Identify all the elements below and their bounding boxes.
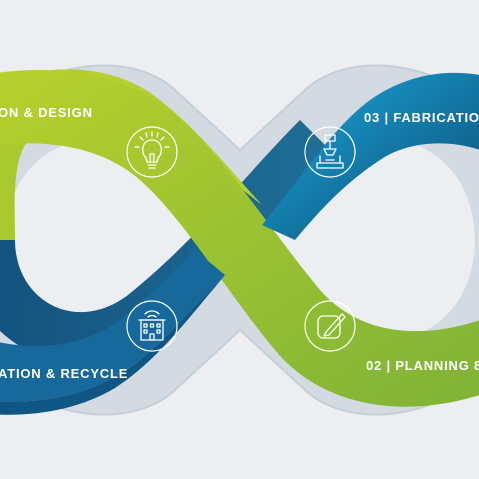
stage-label-design: ON & DESIGN (0, 105, 93, 120)
stage-label-planning: 02 | PLANNING 8 (366, 358, 479, 373)
band-blue-back (0, 120, 330, 363)
band-blue-bottom-left (0, 250, 225, 415)
edit-pencil-icon (304, 300, 356, 352)
lightbulb-icon (126, 126, 178, 178)
band-blue-top-right (262, 72, 479, 240)
band-green-cross (0, 70, 479, 407)
stage-label-fabrication: 03 | FABRICATIO (364, 110, 479, 125)
robot-arm-icon (304, 126, 356, 178)
smart-building-icon (126, 300, 178, 352)
stage-label-recycle: ATION & RECYCLE (0, 366, 128, 381)
